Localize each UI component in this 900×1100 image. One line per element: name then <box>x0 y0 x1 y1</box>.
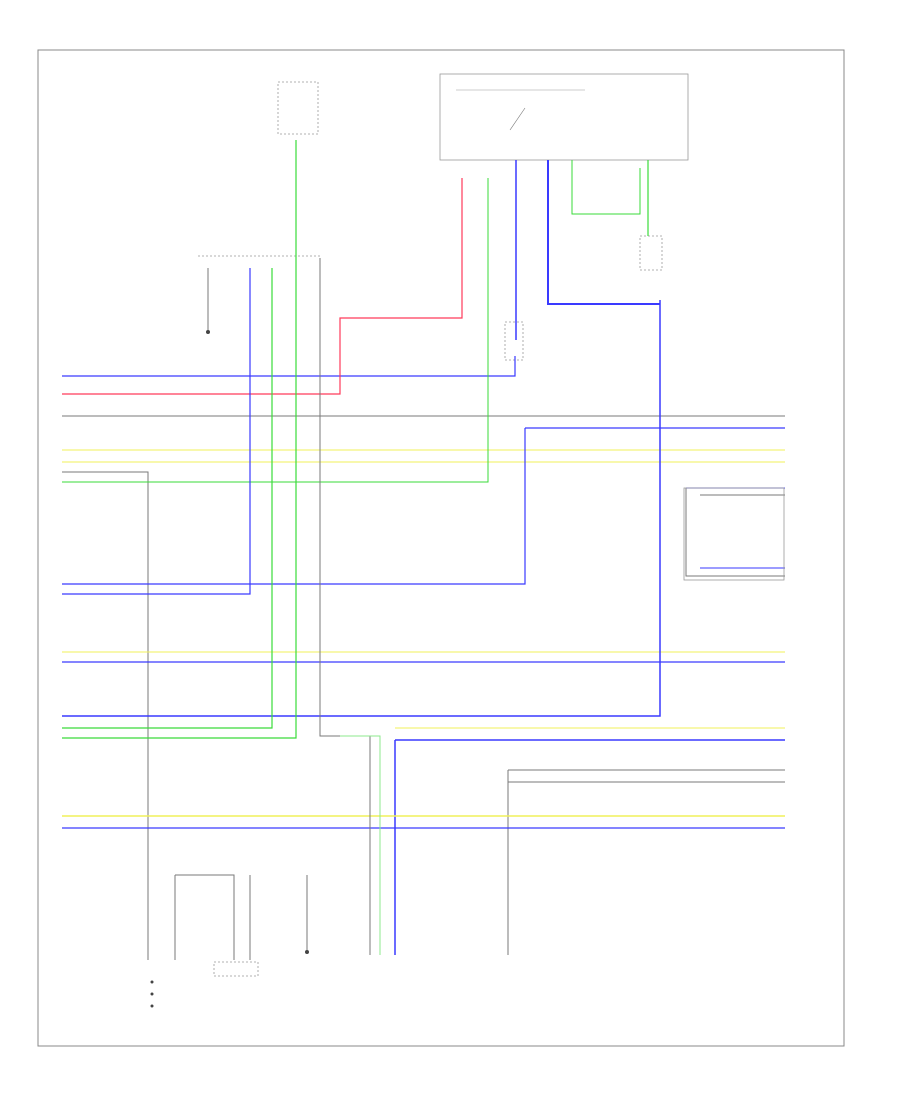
wire-green-13 <box>62 268 273 729</box>
bottom-component-2 <box>213 961 259 977</box>
stop-lamp-switch <box>639 235 663 271</box>
wire-blue-0 <box>62 356 516 377</box>
bottom-component-3 <box>305 950 309 954</box>
wire-light_green-28 <box>340 735 381 955</box>
wire-blue-9 <box>62 268 251 595</box>
wire-layer <box>62 140 785 960</box>
wire-gray-6 <box>62 471 149 960</box>
wire-blue-8 <box>62 428 526 585</box>
wire-gray-27 <box>319 258 371 955</box>
ecu-top <box>439 73 689 161</box>
wire-blue-24 <box>547 160 660 305</box>
bottom-component-1 <box>150 980 154 1008</box>
wire-blue-12 <box>62 300 661 717</box>
right-module <box>683 487 785 581</box>
diagram-frame <box>37 49 845 1047</box>
center-relay <box>504 321 524 361</box>
transmission-component <box>206 330 210 334</box>
wire-gray-31 <box>175 874 235 960</box>
wire-green-7 <box>62 178 489 483</box>
fuse-relay-box-top <box>277 81 319 135</box>
wire-gray-34 <box>685 488 785 577</box>
wire-green-25 <box>571 160 641 215</box>
wire-green-14 <box>62 140 297 739</box>
wire-red-1 <box>62 178 463 395</box>
